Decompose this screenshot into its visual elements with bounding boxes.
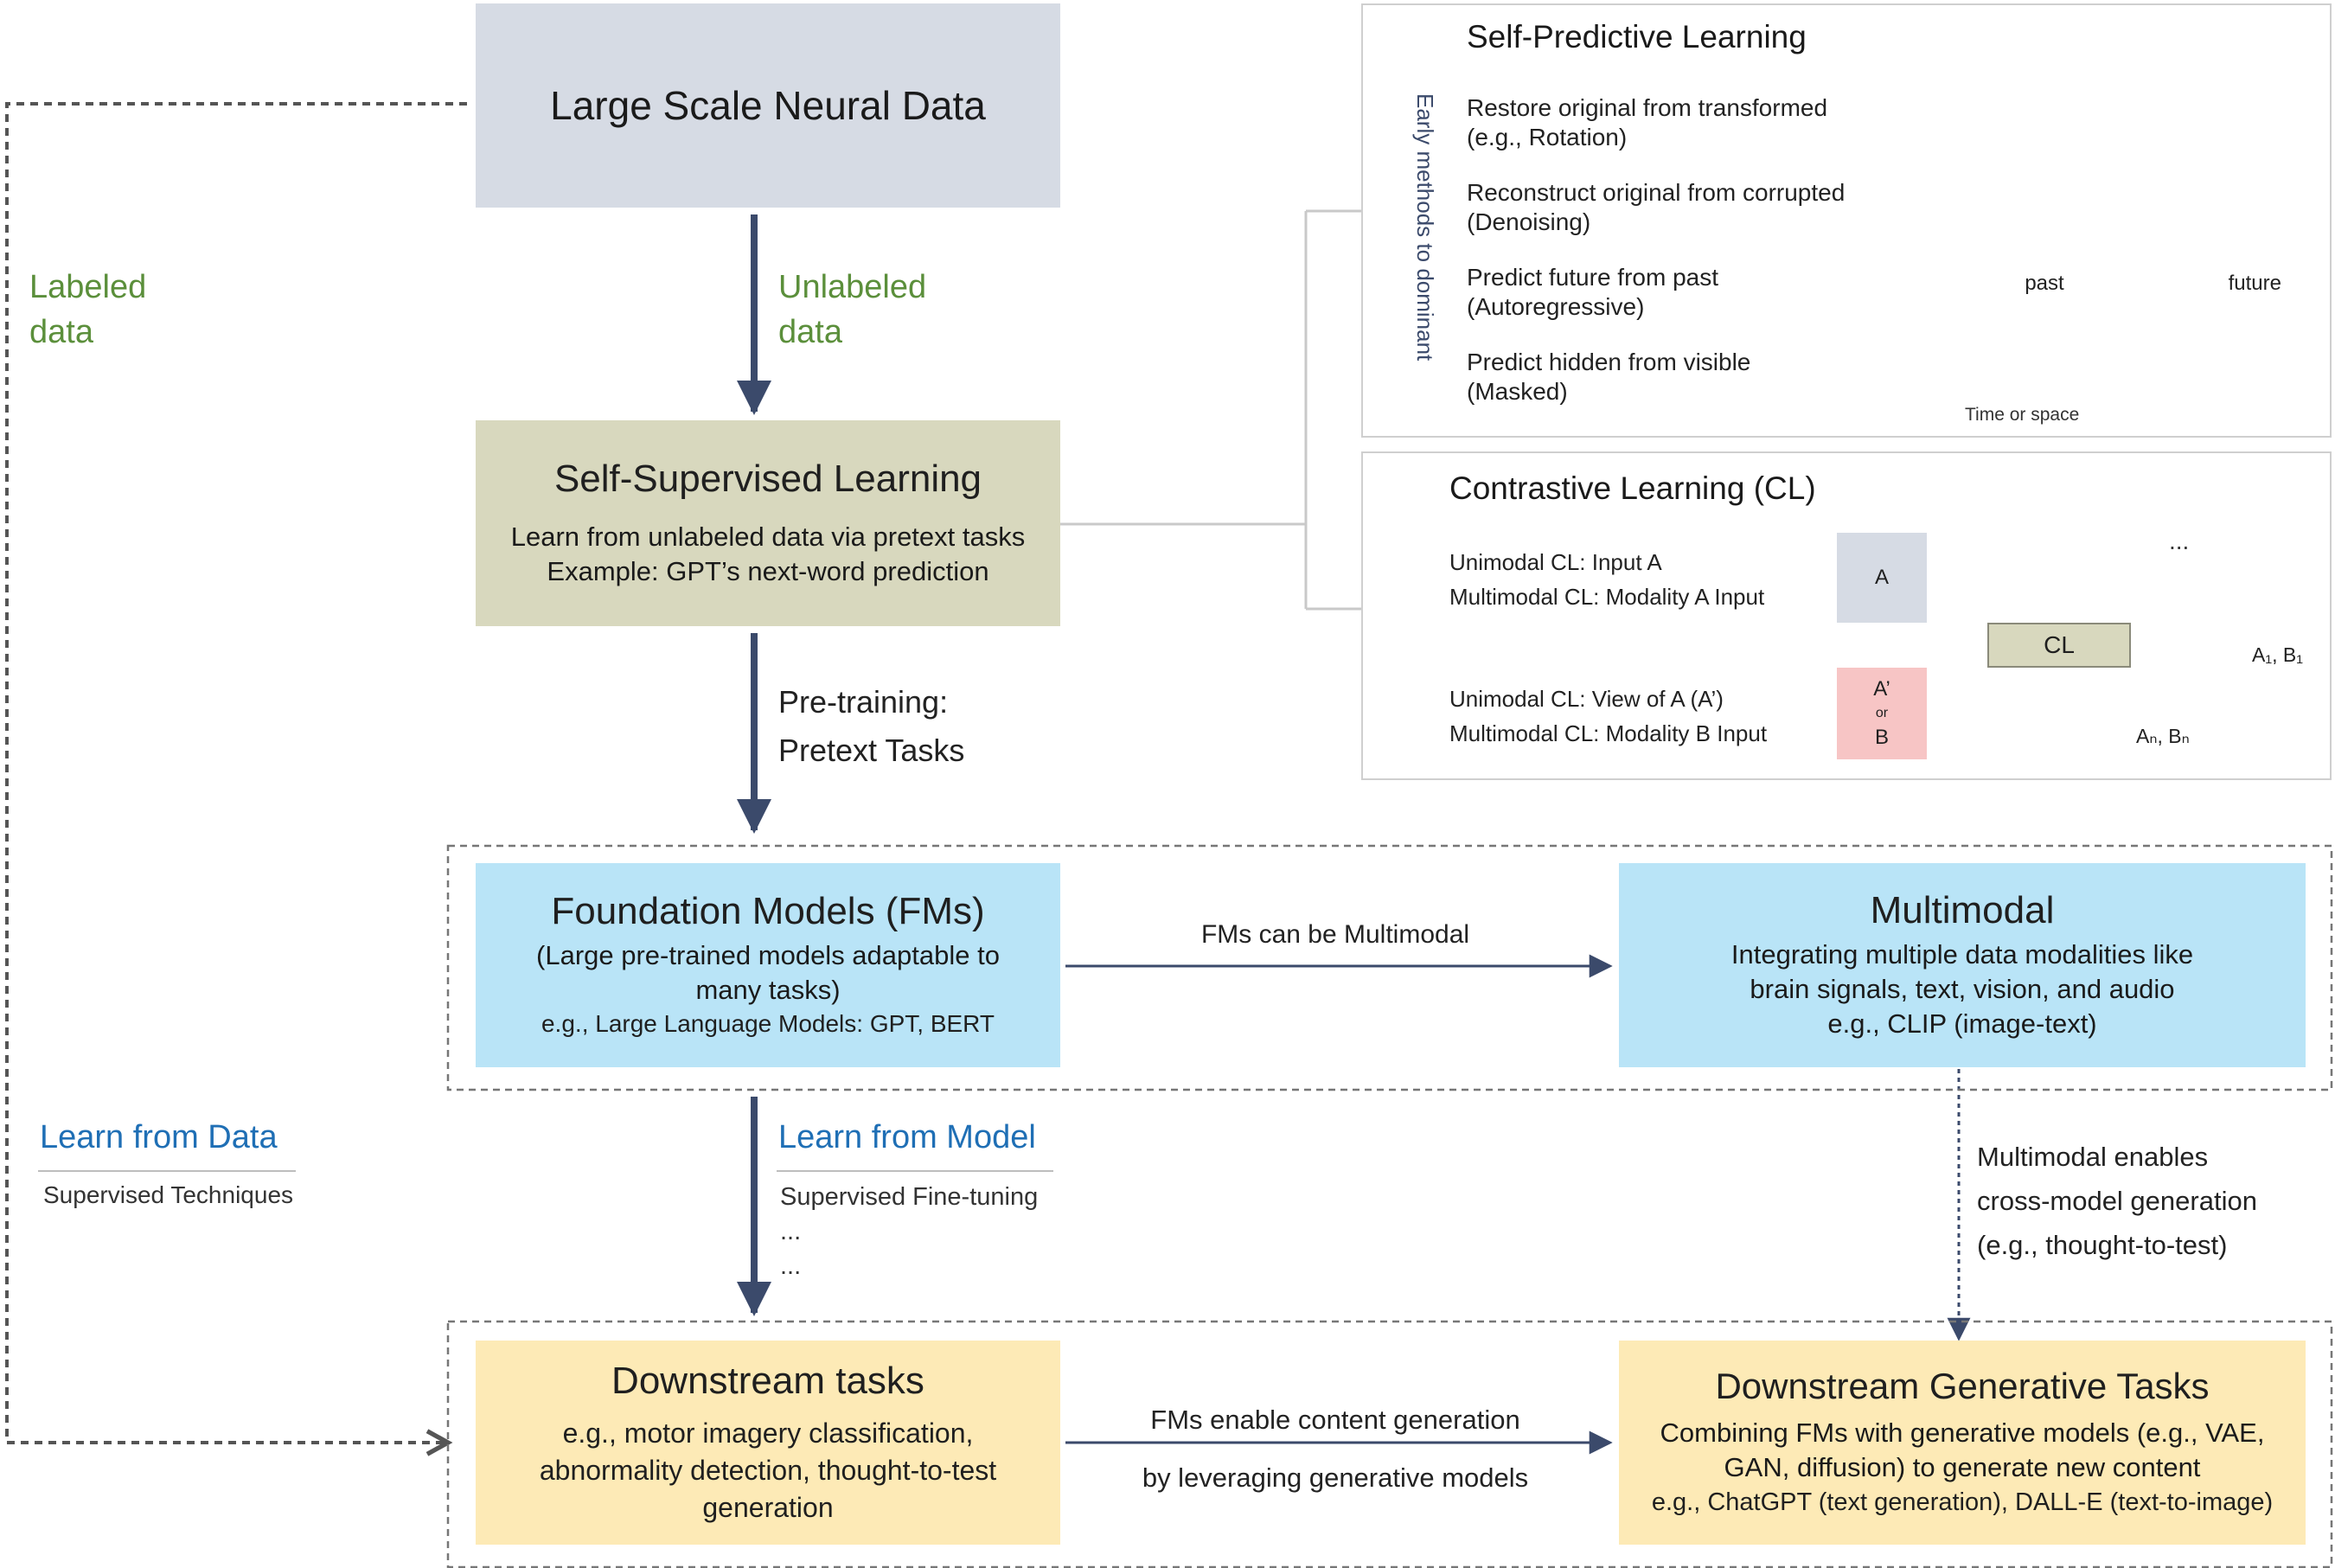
time-space-label: Time or space bbox=[1965, 405, 2080, 425]
self-predictive-title: Self-Predictive Learning bbox=[1467, 19, 1807, 54]
cl-label-a1-b1: A₁, B₁ bbox=[2252, 643, 2303, 666]
generative-title: Downstream Generative Tasks bbox=[1715, 1366, 2210, 1406]
multimodal-example: e.g., CLIP (image-text) bbox=[1827, 1008, 2097, 1039]
fm-box: Foundation Models (FMs) (Large pre-train… bbox=[476, 863, 1060, 1067]
cl-box-b-top: A’ bbox=[1873, 677, 1890, 701]
neural-data-box: Large Scale Neural Data bbox=[476, 3, 1060, 208]
sp-item-autoregressive: Predict future from past (Autoregressive… bbox=[1467, 264, 1719, 320]
fm-title: Foundation Models (FMs) bbox=[551, 890, 985, 932]
contrastive-title: Contrastive Learning (CL) bbox=[1449, 470, 1816, 506]
cl-box-a-label: A bbox=[1874, 566, 1889, 589]
past-label: past bbox=[2025, 272, 2064, 295]
downstream-box: Downstream tasks e.g., motor imagery cla… bbox=[476, 1341, 1060, 1545]
cl-box-b: A’ or B bbox=[1837, 668, 1927, 759]
cl-box-b-bot: B bbox=[1874, 726, 1889, 749]
fm-group-border bbox=[446, 844, 2333, 1091]
downstream-desc: e.g., motor imagery classification, abno… bbox=[539, 1417, 997, 1523]
cl-box-a: A bbox=[1837, 533, 1927, 623]
generative-desc: Combining FMs with generative models (e.… bbox=[1660, 1418, 2265, 1482]
cl-item-input-a: Unimodal CL: Input A Multimodal CL: Moda… bbox=[1449, 549, 1765, 610]
axis-label-early-to-dominant: Early methods to dominant bbox=[1412, 93, 1438, 362]
cl-label-an-bn: Aₙ, Bₙ bbox=[2136, 725, 2190, 747]
cl-item-view-a: Unimodal CL: View of A (A’) Multimodal C… bbox=[1449, 686, 1768, 746]
supervised-finetuning-label: Supervised Fine-tuning ... ... bbox=[780, 1183, 1039, 1280]
sp-item-denoising: Reconstruct original from corrupted (Den… bbox=[1467, 179, 1846, 235]
downstream-title: Downstream tasks bbox=[611, 1359, 924, 1402]
ssl-desc: Learn from unlabeled data via pretext ta… bbox=[510, 522, 1026, 586]
unlabeled-data-label: Unlabeled data bbox=[778, 269, 927, 350]
ssl-box: Self-Supervised Learning Learn from unla… bbox=[476, 420, 1060, 626]
fms-multimodal-label: FMs can be Multimodal bbox=[1200, 920, 1470, 949]
cl-center-label: CL bbox=[2044, 631, 2075, 658]
ssl-bracket bbox=[1060, 209, 1365, 611]
future-label: future bbox=[2228, 272, 2281, 295]
self-predictive-panel bbox=[1361, 3, 2332, 438]
supervised-techniques-label: Supervised Techniques bbox=[43, 1181, 294, 1208]
generative-example: e.g., ChatGPT (text generation), DALL-E … bbox=[1651, 1488, 2274, 1516]
fm-example: e.g., Large Language Models: GPT, BERT bbox=[541, 1010, 995, 1037]
pretraining-label: Pre-training: Pretext Tasks bbox=[778, 684, 965, 768]
learn-from-model-label: Learn from Model bbox=[778, 1119, 1036, 1155]
sp-item-masked: Predict hidden from visible (Masked) bbox=[1467, 349, 1751, 405]
multimodal-enables-label: Multimodal enables cross-model generatio… bbox=[1977, 1142, 2257, 1260]
cl-box-b-or: or bbox=[1875, 706, 1889, 720]
multimodal-desc: Integrating multiple data modalities lik… bbox=[1730, 939, 2194, 1004]
fms-content-gen-label: FMs enable content generation by leverag… bbox=[1142, 1405, 1529, 1493]
sp-item-rotation: Restore original from transformed (e.g.,… bbox=[1467, 94, 1828, 150]
generative-box: Downstream Generative Tasks Combining FM… bbox=[1619, 1341, 2306, 1545]
multimodal-title: Multimodal bbox=[1870, 889, 2055, 931]
learn-from-data-label: Learn from Data bbox=[40, 1119, 278, 1155]
ssl-title: Self-Supervised Learning bbox=[553, 458, 982, 500]
downstream-group-border bbox=[446, 1320, 2333, 1568]
neural-data-title: Large Scale Neural Data bbox=[550, 83, 986, 128]
cl-dots: ... bbox=[2169, 528, 2190, 554]
fm-desc: (Large pre-trained models adaptable to m… bbox=[536, 940, 1000, 1005]
cl-center-box: CL bbox=[1987, 623, 2131, 668]
multimodal-box: Multimodal Integrating multiple data mod… bbox=[1619, 863, 2306, 1067]
labeled-data-label: Labeled data bbox=[29, 269, 147, 350]
